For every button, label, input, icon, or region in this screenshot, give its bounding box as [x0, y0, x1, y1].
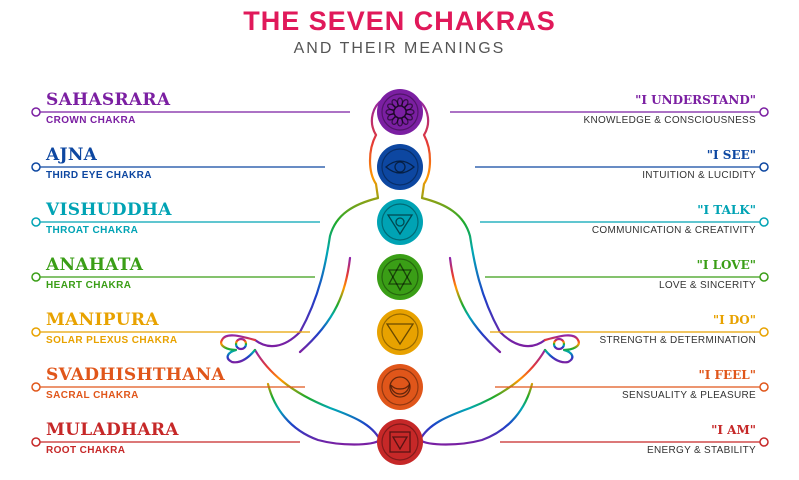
chakra-meaning: LOVE & SINCERITY — [658, 280, 756, 291]
chakra-quote: "I SEE" — [706, 148, 756, 162]
chakra-quote: "I DO" — [712, 313, 756, 327]
right-end-dot — [759, 107, 769, 117]
chakra-subtitle: HEART CHAKRA — [46, 280, 132, 291]
chakra-circle-vishuddha — [377, 199, 423, 245]
chakra-meaning: COMMUNICATION & CREATIVITY — [591, 225, 756, 236]
chakra-row-vishuddha: VISHUDDHA THROAT CHAKRA "I TALK" COMMUNICAT… — [0, 200, 799, 240]
page-subtitle: AND THEIR MEANINGS — [293, 40, 506, 57]
lotus-icon — [385, 97, 415, 127]
hexagram-icon — [387, 262, 413, 292]
chakra-name: ANAHATA — [46, 255, 144, 275]
page-title: THE SEVEN CHAKRAS — [243, 6, 556, 36]
chakra-row-svadhishthana: SVADHISHTHANA SACRAL CHAKRA "I FEEL" SENSUA… — [0, 365, 799, 405]
right-end-dot — [759, 272, 769, 282]
right-end-dot — [759, 382, 769, 392]
connector-lines — [31, 107, 769, 447]
chakra-row-sahasrara: SAHASRARA CROWN CHAKRA "I UNDERSTAND" KNOWL… — [0, 90, 799, 130]
chakra-quote: "I FEEL" — [698, 368, 756, 382]
chakra-circles — [377, 89, 423, 465]
left-end-dot — [31, 327, 41, 337]
chakra-subtitle: THROAT CHAKRA — [46, 225, 139, 236]
chakra-meaning: SENSUALITY & PLEASURE — [622, 390, 756, 401]
left-end-dot — [31, 382, 41, 392]
left-end-dot — [31, 162, 41, 172]
chakra-name: VISHUDDHA — [46, 200, 172, 220]
chakra-circle-anahata — [377, 254, 423, 300]
triangle-icon — [386, 214, 414, 236]
chakra-name: SAHASRARA — [46, 90, 171, 110]
chakra-name: MULADHARA — [46, 420, 179, 440]
square-icon — [389, 431, 411, 453]
chakra-circle-sahasrara — [377, 89, 423, 135]
chakra-row-ajna: AJNA THIRD EYE CHAKRA "I SEE" INTUITION & L… — [0, 145, 799, 185]
left-end-dot — [31, 217, 41, 227]
triangle-down-icon — [385, 323, 415, 346]
eye-icon — [385, 160, 415, 174]
chakra-quote: "I TALK" — [697, 203, 756, 217]
chakra-row-anahata: ANAHATA HEART CHAKRA "I LOVE" LOVE & SINCER… — [0, 255, 799, 295]
chakra-circle-ajna — [377, 144, 423, 190]
chakra-meaning: STRENGTH & DETERMINATION — [599, 335, 756, 346]
left-end-dot — [31, 107, 41, 117]
chakra-quote: "I LOVE" — [696, 258, 756, 272]
right-end-dot — [759, 162, 769, 172]
chakra-quote: "I AM" — [711, 423, 756, 437]
chakra-meaning: ENERGY & STABILITY — [647, 445, 756, 456]
left-end-dot — [31, 272, 41, 282]
right-end-dot — [759, 217, 769, 227]
chakra-circle-muladhara — [377, 419, 423, 465]
chakra-name: MANIPURA — [46, 310, 159, 330]
chakra-subtitle: CROWN CHAKRA — [46, 115, 136, 126]
chakra-subtitle: SACRAL CHAKRA — [46, 390, 139, 401]
crescent-icon — [389, 376, 411, 398]
chakra-name: AJNA — [46, 145, 98, 165]
chakra-meaning: INTUITION & LUCIDITY — [642, 170, 756, 181]
chakra-subtitle: ROOT CHAKRA — [46, 445, 126, 456]
chakra-circle-manipura — [377, 309, 423, 355]
chakra-name: SVADHISHTHANA — [46, 365, 225, 385]
chakra-circle-svadhishthana — [377, 364, 423, 410]
chakra-row-manipura: MANIPURA SOLAR PLEXUS CHAKRA "I DO" STRENGT… — [0, 310, 799, 350]
right-end-dot — [759, 437, 769, 447]
right-end-dot — [759, 327, 769, 337]
chakra-subtitle: SOLAR PLEXUS CHAKRA — [46, 335, 178, 346]
chakra-meaning: KNOWLEDGE & CONSCIOUSNESS — [583, 115, 756, 126]
chakra-row-muladhara: MULADHARA ROOT CHAKRA "I AM" ENERGY & STABI… — [0, 420, 799, 460]
chakra-quote: "I UNDERSTAND" — [635, 93, 756, 107]
chakra-subtitle: THIRD EYE CHAKRA — [46, 170, 152, 181]
left-end-dot — [31, 437, 41, 447]
